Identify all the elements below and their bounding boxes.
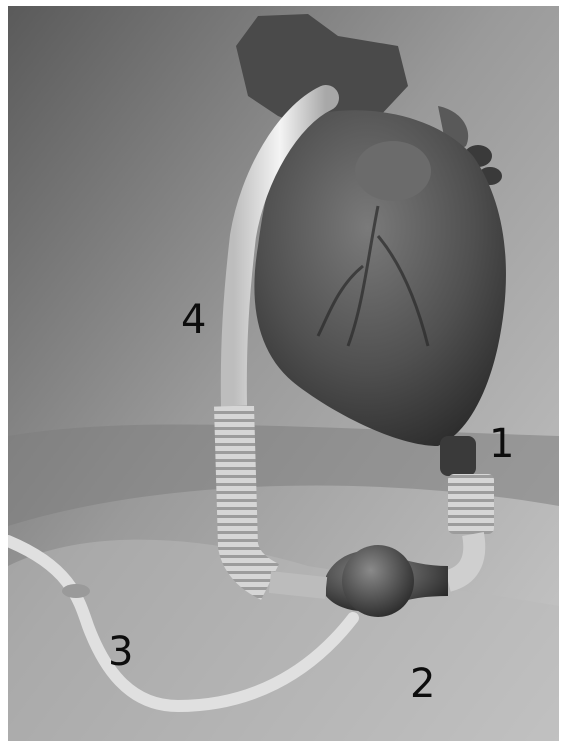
inflow-cannula — [440, 436, 476, 476]
pump-left-connector — [270, 582, 326, 588]
label-3: 3 — [108, 632, 133, 672]
label-2: 2 — [410, 664, 435, 704]
heart-pump-illustration — [8, 6, 559, 741]
pump-housing — [342, 545, 414, 617]
inflow-connector — [448, 474, 494, 534]
label-1: 1 — [489, 424, 514, 464]
heart-auricle — [355, 141, 431, 201]
driveline-velour-cuff — [62, 584, 90, 598]
label-4: 4 — [181, 300, 206, 340]
